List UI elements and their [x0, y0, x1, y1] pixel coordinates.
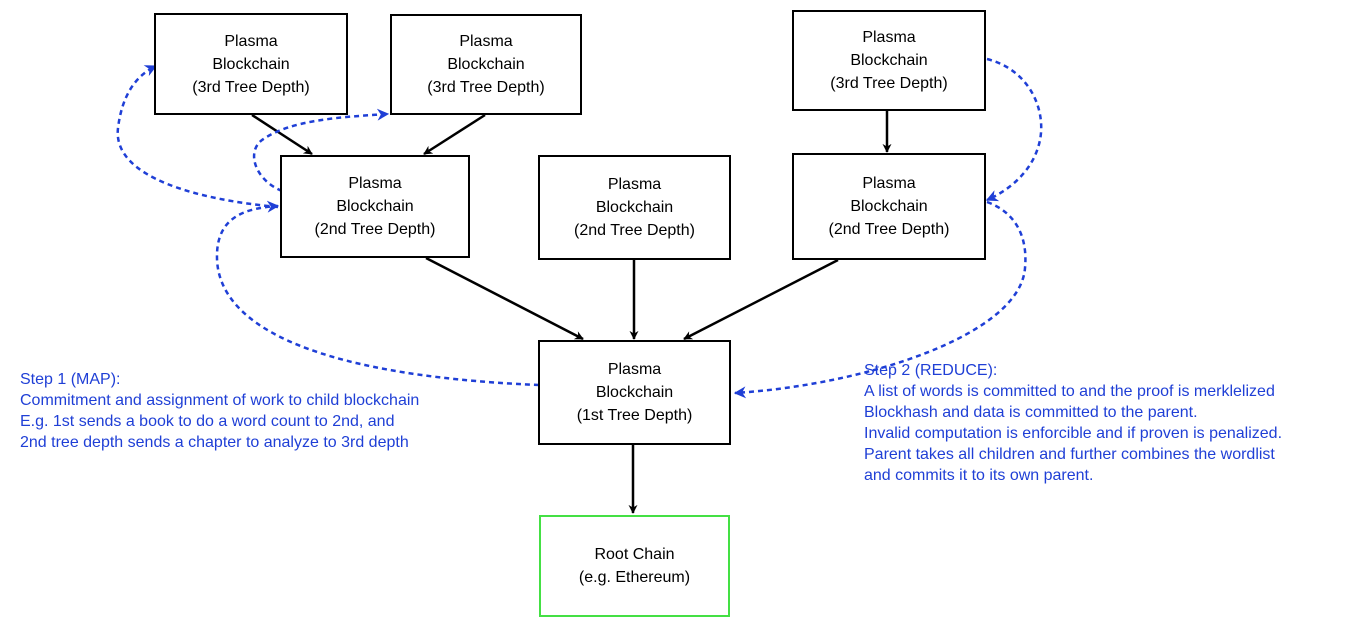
node-line: Blockchain — [850, 52, 928, 69]
node-line: (2nd Tree Depth) — [574, 222, 695, 239]
edge-tl3-to-l2 — [251, 113, 313, 156]
node-line: Blockchain — [595, 199, 674, 216]
node-tm3: Plasma Blockchain (3rd Tree Depth) — [390, 14, 582, 115]
step2-line: Parent takes all children and further co… — [864, 446, 1275, 463]
node-line: (2nd Tree Depth) — [314, 221, 436, 238]
node-line: (3rd Tree Depth) — [830, 75, 948, 92]
step2-line: A list of words is committed to and the … — [864, 383, 1275, 400]
flow-tr3-to-r2 — [985, 57, 1043, 202]
edge-tm3-to-l2 — [423, 113, 486, 156]
step1-note: Step 1 (MAP): Commitment and assignment … — [20, 369, 419, 453]
flow-r2-to-d1 — [733, 200, 1027, 399]
edge-l2-to-d1 — [425, 256, 584, 341]
step1-title: Step 1 (MAP): — [20, 371, 121, 388]
node-line: Blockchain — [595, 384, 674, 401]
step2-note: Step 2 (REDUCE): A list of words is comm… — [864, 360, 1282, 486]
flow-l2-to-tl3 — [116, 64, 279, 209]
step1-line: 2nd tree depth sends a chapter to analyz… — [20, 434, 409, 451]
node-line: Blockchain — [212, 55, 290, 73]
node-line: (3rd Tree Depth) — [427, 79, 545, 96]
node-line: Blockchain — [336, 198, 414, 215]
node-line: Plasma — [607, 361, 662, 378]
node-tl3: Plasma Blockchain (3rd Tree Depth) — [154, 13, 348, 115]
step1-line: E.g. 1st sends a book to do a word count… — [20, 413, 395, 430]
node-line: (1st Tree Depth) — [576, 407, 693, 424]
step2-line: and commits it to its own parent. — [864, 467, 1094, 484]
node-l2: Plasma Blockchain (2nd Tree Depth) — [280, 155, 470, 258]
node-line: Plasma — [607, 176, 662, 193]
node-line: Root Chain — [594, 546, 675, 563]
node-line: Plasma — [348, 175, 402, 192]
step2-line: Blockhash and data is committed to the p… — [864, 404, 1198, 421]
step2-title: Step 2 (REDUCE): — [864, 362, 998, 379]
node-root-chain: Root Chain (e.g. Ethereum) — [539, 515, 730, 617]
node-line: Plasma — [224, 32, 278, 50]
node-line: Blockchain — [850, 198, 928, 215]
node-d1: Plasma Blockchain (1st Tree Depth) — [538, 340, 731, 445]
flow-d1-to-l2 — [215, 200, 540, 387]
node-line: Plasma — [459, 33, 513, 50]
node-line: Plasma — [862, 29, 916, 46]
node-line: (3rd Tree Depth) — [192, 78, 310, 96]
edge-r2-to-d1 — [683, 258, 839, 341]
node-r2: Plasma Blockchain (2nd Tree Depth) — [792, 153, 986, 260]
flow-l2-to-tm3 — [252, 108, 390, 193]
node-tr3: Plasma Blockchain (3rd Tree Depth) — [792, 10, 986, 111]
node-line: (e.g. Ethereum) — [578, 569, 691, 586]
node-line: Blockchain — [447, 56, 525, 73]
step2-line: Invalid computation is enforcible and if… — [864, 425, 1283, 442]
step1-line: Commitment and assignment of work to chi… — [20, 392, 420, 409]
node-m2: Plasma Blockchain (2nd Tree Depth) — [538, 155, 731, 260]
node-line: Plasma — [862, 175, 916, 192]
node-line: (2nd Tree Depth) — [828, 221, 950, 238]
